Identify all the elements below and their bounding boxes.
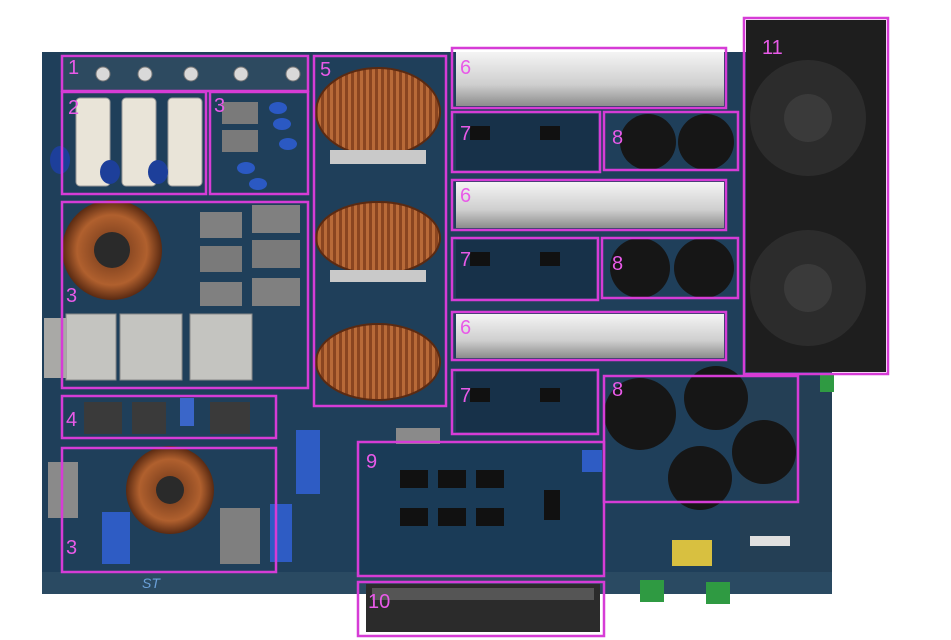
st-logo: ST	[142, 575, 161, 591]
label-3-top: 3	[214, 95, 226, 117]
label-10: 10	[368, 591, 391, 613]
cooling-fans	[746, 20, 886, 372]
label-5: 5	[320, 59, 332, 81]
label-3: 3	[66, 285, 78, 307]
annotation-box-7c	[450, 368, 600, 436]
choke-top	[62, 200, 162, 300]
label-7a: 7	[460, 123, 472, 145]
heatsinks	[456, 52, 724, 358]
label-6c: 6	[460, 317, 472, 339]
label-8b: 8	[612, 253, 624, 275]
annotation-box-3-bottom	[60, 446, 278, 574]
annotation-box-8b	[600, 236, 740, 300]
annotation-box-4	[60, 394, 278, 440]
driver-boards	[456, 114, 598, 432]
annotation-box-2	[60, 90, 208, 196]
label-8a: 8	[612, 127, 624, 149]
label-4: 4	[66, 409, 78, 431]
coilcraft-inductors	[44, 313, 253, 381]
annotation-box-10	[356, 580, 606, 638]
label-11: 11	[762, 37, 783, 59]
annotation-box-6b	[450, 178, 728, 232]
label-6a: 6	[460, 57, 472, 79]
annotation-box-8a	[602, 110, 740, 172]
toroid-inductors	[315, 67, 441, 446]
input-terminals	[62, 58, 308, 90]
svg-text:ST: ST	[142, 575, 161, 591]
annotation-box-3	[60, 200, 310, 390]
section-4-components	[84, 398, 250, 434]
label-2: 2	[68, 97, 80, 119]
fuses	[50, 97, 203, 187]
annotation-box-8c	[602, 374, 800, 504]
capacitors	[604, 114, 796, 510]
filter-capacitors	[222, 102, 297, 190]
annotation-box-7b	[450, 236, 600, 302]
pcb-board-right	[740, 380, 832, 590]
annotation-box-6a	[450, 46, 728, 110]
label-7c: 7	[460, 385, 472, 407]
label-3-bottom: 3	[66, 537, 78, 559]
annotation-box-9	[356, 440, 606, 578]
control-board	[360, 444, 604, 576]
label-6b: 6	[460, 185, 472, 207]
label-8c: 8	[612, 379, 624, 401]
aux-components	[640, 374, 834, 604]
annotation-box-6c	[450, 310, 728, 362]
label-1: 1	[68, 57, 80, 79]
annotation-box-5	[312, 54, 448, 408]
label-7b: 7	[460, 249, 472, 271]
connector-board	[366, 584, 600, 632]
annotation-box-3-top	[208, 90, 310, 196]
annotation-box-11	[742, 16, 890, 376]
grey-components-3	[200, 205, 300, 306]
annotation-box-7a	[450, 110, 602, 174]
label-9: 9	[366, 451, 378, 473]
